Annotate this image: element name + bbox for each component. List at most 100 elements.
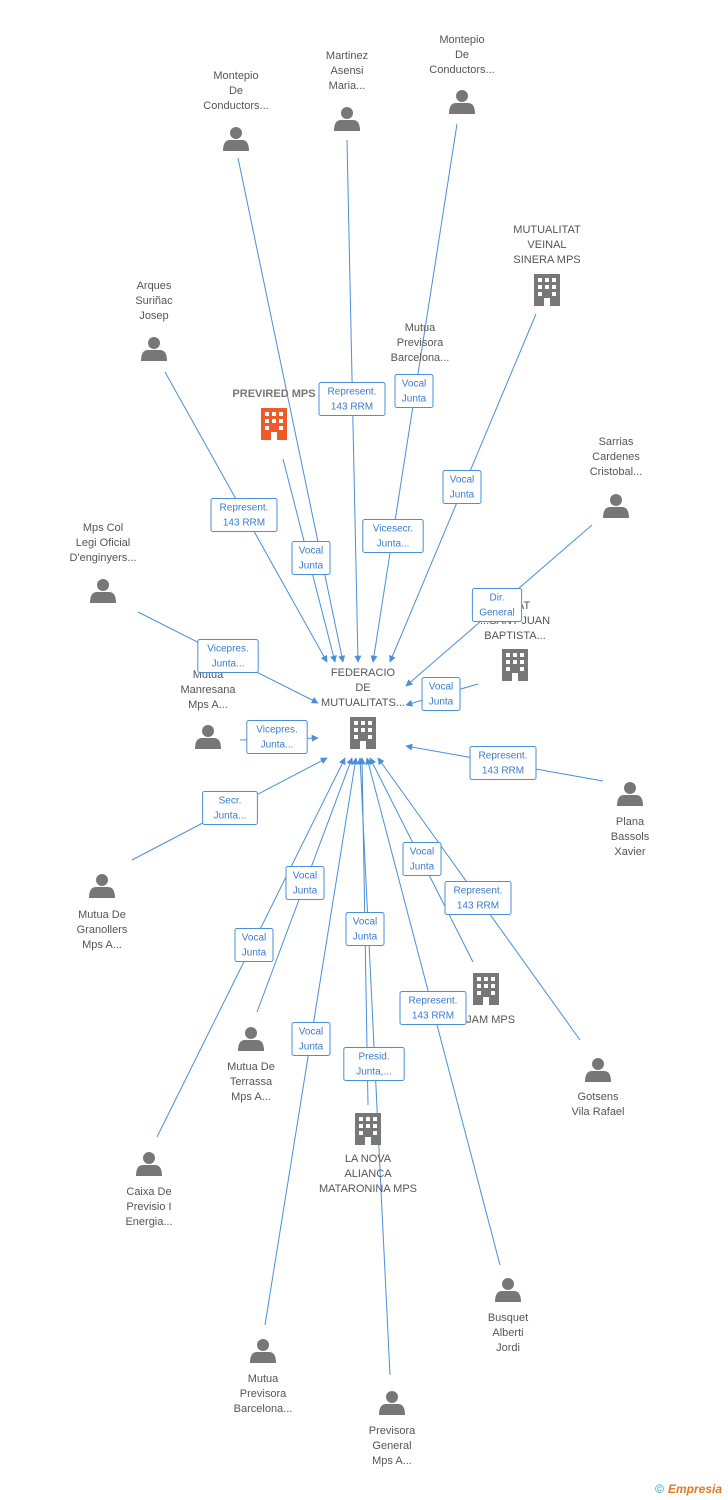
node-n20[interactable]: MutuaPrevisoraBarcelona...	[234, 1339, 293, 1415]
node-label: Suriñac	[135, 295, 173, 307]
edge-label-n13[interactable]: Secr.Junta...	[202, 791, 258, 825]
edge-label-text: 143 RRM	[457, 901, 499, 912]
node-label: Mutua	[248, 1373, 279, 1385]
edge-label-box	[291, 541, 331, 575]
person-icon	[379, 1391, 405, 1415]
node-label: Bassols	[611, 831, 650, 843]
center-node[interactable]: FEDERACIODEMUTUALITATS...	[321, 667, 405, 749]
node-label: Asensi	[330, 65, 363, 77]
node-n8[interactable]: SarriasCardenesCristobal...	[590, 436, 643, 518]
node-label: Jordi	[496, 1342, 520, 1354]
edge-label-text: 143 RRM	[331, 402, 373, 413]
edge-label-n11[interactable]: Vicepres.Junta...	[246, 720, 308, 754]
node-n2[interactable]: MartinezAsensiMaria...	[326, 50, 368, 131]
edge-label-text: Junta	[293, 886, 318, 897]
edge-label-n9[interactable]: Vicepres.Junta...	[197, 639, 259, 673]
person-icon	[250, 1339, 276, 1363]
person-icon	[89, 874, 115, 898]
node-label: MATARONINA MPS	[319, 1183, 417, 1195]
node-label: Mps A...	[231, 1091, 271, 1103]
node-label: Mps A...	[188, 699, 228, 711]
node-label: Busquet	[488, 1312, 528, 1324]
edge-label-text: 143 RRM	[482, 766, 524, 777]
edge-label-text: Junta	[450, 490, 475, 501]
edge-label-text: Vocal	[353, 917, 377, 928]
edge-label-box	[394, 374, 434, 408]
building-icon	[350, 717, 376, 749]
person-icon	[90, 579, 116, 603]
edge-label-n19[interactable]: Represent. 143 RRM	[399, 991, 467, 1025]
node-n7[interactable]: PREVIRED MPS	[232, 388, 316, 440]
edge-label-text: Vocal	[429, 682, 453, 693]
edge-label-n1[interactable]: Represent.143 RRM	[318, 382, 386, 416]
node-n3[interactable]: MontepioDeConductors...	[429, 34, 495, 114]
edge-label-box	[471, 588, 523, 622]
person-icon	[334, 107, 360, 131]
person-icon	[495, 1278, 521, 1302]
edge-label-text: Represent.	[409, 996, 458, 1007]
edge-label-box	[285, 866, 325, 900]
node-label: Energia...	[125, 1216, 172, 1228]
node-label: De	[229, 85, 243, 97]
edge-label-n12[interactable]: Represent.143 RRM	[469, 746, 537, 780]
node-label: ...JAM MPS	[457, 1014, 515, 1026]
building-icon	[534, 274, 560, 306]
edge-label-box	[210, 498, 278, 532]
node-n14[interactable]: ...JAM MPS	[457, 973, 515, 1026]
edge-label-box	[234, 928, 274, 962]
node-label: Mutua De	[227, 1061, 275, 1073]
edge-label-n2[interactable]: Vicesecr.Junta...	[362, 519, 424, 553]
edge-label-text: Junta	[353, 932, 378, 943]
edge-label-box	[343, 1047, 405, 1081]
edge-label-n8[interactable]: Dir.General	[471, 588, 523, 622]
node-label: Manresana	[180, 684, 236, 696]
edge-label-text: 143 RRM	[412, 1011, 454, 1022]
edge-n1	[237, 157, 346, 663]
person-icon	[449, 90, 475, 114]
edge-label-text: Junta...	[261, 740, 294, 751]
edge-label-text: Secr.	[219, 796, 242, 807]
node-label: D'enginyers...	[70, 552, 137, 564]
edge-label-text: Junta	[410, 862, 435, 873]
edge-label-text: Vocal	[299, 1027, 323, 1038]
node-label: Previsora	[397, 337, 444, 349]
edge-label-n16[interactable]: Represent.143 RRM	[444, 881, 512, 915]
node-n1[interactable]: MontepioDeConductors...	[203, 70, 269, 151]
node-label: BAPTISTA...	[484, 630, 546, 642]
building-icon	[355, 1113, 381, 1145]
edge-label-text: Presid.	[358, 1052, 389, 1063]
brand-logo: Empresia	[667, 1482, 722, 1496]
node-label: Xavier	[614, 846, 646, 858]
edge-label-box	[362, 519, 424, 553]
edge-label-box	[399, 991, 467, 1025]
node-label: Cristobal...	[590, 466, 643, 478]
node-label: Previsora	[369, 1425, 416, 1437]
node-n6[interactable]: MutuaPrevisoraBarcelona...	[391, 322, 450, 364]
edge-label-n17[interactable]: Presid.Junta,...	[343, 1047, 405, 1081]
edge-label-text: Junta	[402, 394, 427, 405]
node-label: Previsora	[240, 1388, 287, 1400]
edge-label-n5[interactable]: Represent.143 RRM	[210, 498, 278, 532]
node-label: DE	[355, 682, 370, 694]
